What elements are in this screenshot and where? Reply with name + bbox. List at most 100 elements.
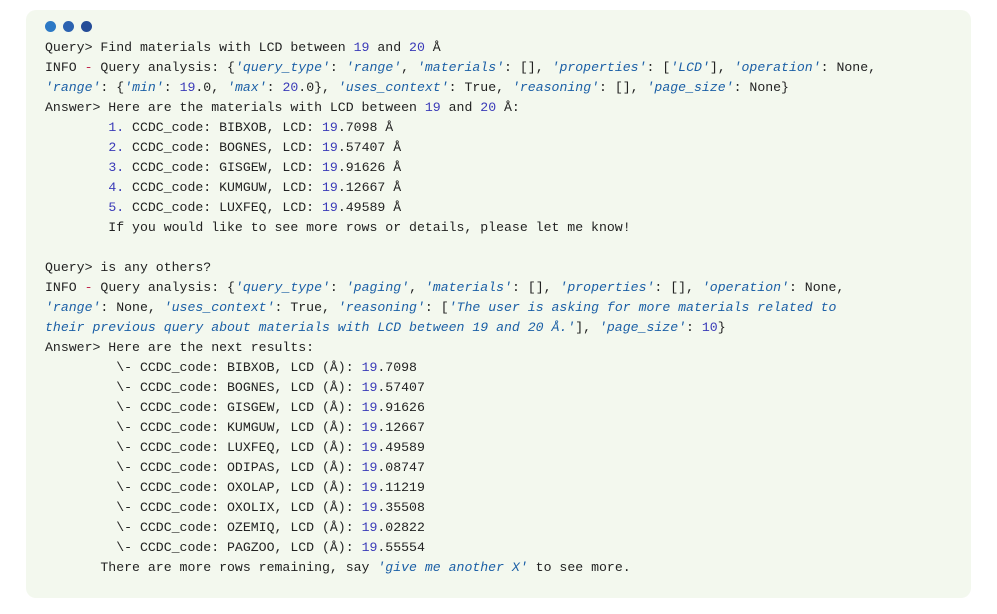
terminal-token: : [], — [511, 280, 560, 295]
close-dot-icon[interactable] — [45, 21, 56, 32]
terminal-token: \- CCDC_code: OZEMIQ, LCD (Å): — [45, 520, 362, 535]
terminal-token: 5. — [108, 200, 125, 215]
terminal-token: : None} — [733, 80, 789, 95]
terminal-line: 5. CCDC_code: LUXFEQ, LCD: 19.49589 Å — [45, 198, 971, 218]
terminal-token: : { — [100, 80, 125, 95]
terminal-token: \- CCDC_code: LUXFEQ, LCD (Å): — [45, 440, 362, 455]
terminal-token: , — [401, 60, 417, 75]
terminal-token: : None, — [100, 300, 164, 315]
terminal-token: 'min' — [124, 80, 164, 95]
terminal-token: ], — [709, 60, 734, 75]
terminal-token: 19 — [179, 80, 196, 95]
terminal-line: \- CCDC_code: PAGZOO, LCD (Å): 19.55554 — [45, 538, 971, 558]
terminal-token: Å: — [496, 100, 520, 115]
terminal-token: - — [84, 60, 93, 75]
terminal-token: .08747 — [377, 460, 425, 475]
terminal-token: 1. — [108, 120, 125, 135]
terminal-token — [45, 120, 108, 135]
terminal-token: CCDC_code: BIBXOB, LCD: — [124, 120, 322, 135]
terminal-token: Å — [424, 40, 441, 55]
terminal-output: Query> Find materials with LCD between 1… — [45, 38, 971, 578]
terminal-token: and — [440, 100, 481, 115]
terminal-token: 19 — [361, 480, 378, 495]
terminal-token — [45, 140, 108, 155]
terminal-token: their previous query about materials wit… — [45, 320, 576, 335]
terminal-token: - — [84, 280, 93, 295]
terminal-token: : — [329, 280, 346, 295]
terminal-token: CCDC_code: LUXFEQ, LCD: — [124, 200, 322, 215]
terminal-token: 20 — [480, 100, 497, 115]
terminal-token: .7098 Å — [337, 120, 394, 135]
terminal-token: .49589 Å — [337, 200, 402, 215]
minimize-dot-icon[interactable] — [63, 21, 74, 32]
terminal-token: 19 — [322, 120, 338, 135]
terminal-token: CCDC_code: KUMGUW, LCD: — [124, 180, 322, 195]
terminal-line: \- CCDC_code: LUXFEQ, LCD (Å): 19.49589 — [45, 438, 971, 458]
terminal-token: ], — [575, 320, 599, 335]
terminal-token: 'operation' — [701, 280, 789, 295]
window-controls — [45, 21, 971, 33]
terminal-token: .57407 Å — [337, 140, 402, 155]
terminal-line: 2. CCDC_code: BOGNES, LCD: 19.57407 Å — [45, 138, 971, 158]
terminal-token: , — [409, 280, 425, 295]
terminal-token: 'paging' — [345, 280, 410, 295]
terminal-token: 'reasoning' — [337, 300, 425, 315]
terminal-token: 'query_type' — [234, 280, 330, 295]
terminal-token: 19 — [361, 420, 378, 435]
terminal-token: 'query_type' — [234, 60, 330, 75]
terminal-token: 19 — [322, 160, 338, 175]
terminal-line: \- CCDC_code: ODIPAS, LCD (Å): 19.08747 — [45, 458, 971, 478]
terminal-token: 'give me another X' — [377, 560, 528, 575]
terminal-token: INFO — [45, 60, 85, 75]
terminal-token: 'range' — [45, 80, 101, 95]
terminal-token: : [], — [654, 280, 702, 295]
terminal-token: 19 — [361, 440, 378, 455]
terminal-token: Answer> Here are the next results: — [45, 340, 315, 355]
terminal-line: \- CCDC_code: BOGNES, LCD (Å): 19.57407 — [45, 378, 971, 398]
terminal-token: 'uses_context' — [163, 300, 275, 315]
terminal-token: INFO — [45, 280, 85, 295]
terminal-line: their previous query about materials wit… — [45, 318, 971, 338]
terminal-line: There are more rows remaining, say 'give… — [45, 558, 971, 578]
terminal-token: .02822 — [377, 520, 425, 535]
terminal-token: 'max' — [227, 80, 267, 95]
terminal-line: Answer> Here are the next results: — [45, 338, 971, 358]
terminal-token: .0, — [195, 80, 228, 95]
terminal-token: 'operation' — [733, 60, 821, 75]
terminal-token — [45, 200, 108, 215]
terminal-token: : None, — [788, 280, 845, 295]
terminal-line: \- CCDC_code: KUMGUW, LCD (Å): 19.12667 — [45, 418, 971, 438]
terminal-token: Query analysis: { — [92, 60, 235, 75]
terminal-token: .0}, — [298, 80, 338, 95]
terminal-token: to see more. — [527, 560, 631, 575]
terminal-line: Query> is any others? — [45, 258, 971, 278]
terminal-token: 20 — [282, 80, 299, 95]
terminal-line: \- CCDC_code: GISGEW, LCD (Å): 19.91626 — [45, 398, 971, 418]
terminal-token: 19 — [361, 500, 378, 515]
terminal-token: 'properties' — [551, 60, 647, 75]
terminal-token: .12667 Å — [337, 180, 402, 195]
terminal-token: \- CCDC_code: PAGZOO, LCD (Å): — [45, 540, 362, 555]
terminal-token: : True, — [448, 80, 512, 95]
terminal-token: : — [686, 320, 702, 335]
terminal-token: 'materials' — [416, 60, 505, 75]
terminal-token: : [], — [504, 60, 552, 75]
terminal-token: : None, — [820, 60, 877, 75]
terminal-token: 19 — [361, 360, 378, 375]
terminal-line: 3. CCDC_code: GISGEW, LCD: 19.91626 Å — [45, 158, 971, 178]
maximize-dot-icon[interactable] — [81, 21, 92, 32]
terminal-token: \- CCDC_code: BOGNES, LCD (Å): — [45, 380, 362, 395]
terminal-token: If you would like to see more rows or de… — [45, 220, 631, 235]
terminal-token: : [ — [424, 300, 449, 315]
terminal-token — [45, 160, 108, 175]
terminal-token: .57407 — [377, 380, 425, 395]
terminal-token: Query analysis: { — [92, 280, 235, 295]
terminal-token: \- CCDC_code: OXOLIX, LCD (Å): — [45, 500, 362, 515]
terminal-token: \- CCDC_code: ODIPAS, LCD (Å): — [45, 460, 362, 475]
terminal-token: 19 — [424, 100, 441, 115]
terminal-token: 19 — [322, 200, 338, 215]
terminal-line: If you would like to see more rows or de… — [45, 218, 971, 238]
terminal-line: 'range': {'min': 19.0, 'max': 20.0}, 'us… — [45, 78, 971, 98]
terminal-token: 19 — [361, 540, 378, 555]
terminal-token: } — [717, 320, 726, 335]
